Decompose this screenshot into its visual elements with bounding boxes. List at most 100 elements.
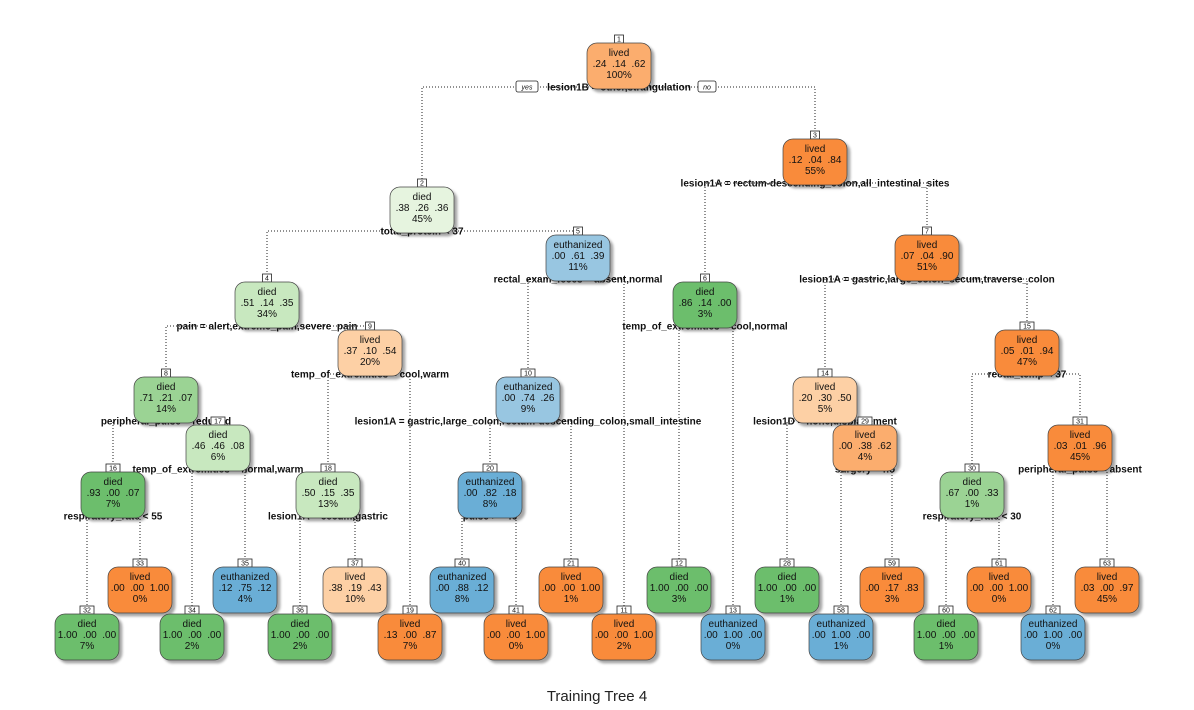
node-class-label: euthanized [817,619,866,630]
node-class-label: died [937,619,956,630]
node-class-label: lived [609,48,630,59]
yes-label: yes [521,85,533,92]
node-box [389,186,455,234]
node-probabilities: .00 1.00 .00 [812,630,871,641]
node-number: 3 [813,133,817,140]
node-class-label: died [413,192,432,203]
node-number: 15 [1023,324,1031,331]
node-probabilities: .05 .01 .94 [1001,346,1054,357]
node-probabilities: .00 1.00 .00 [704,630,763,641]
node-box [700,613,766,661]
yes-no-labels: yes no [515,80,717,93]
node-number: 21 [567,561,575,568]
node-box [808,613,874,661]
node-probabilities: 1.00 .00 .00 [650,583,709,594]
tree-edge-2-4 [266,230,422,274]
node-class-label: lived [917,240,938,251]
node-class-label: euthanized [1029,619,1078,630]
no-label: no [703,85,711,92]
node-box [159,613,225,661]
node-probabilities: 1.00 .00 .00 [58,630,117,641]
node-number: 37 [351,561,359,568]
node-probabilities: .00 .82 .18 [464,488,517,499]
node-number: 20 [486,466,494,473]
node-class-label: lived [805,144,826,155]
node-number: 9 [368,324,372,331]
node-number: 7 [925,229,929,236]
node-probabilities: 1.00 .00 .00 [917,630,976,641]
node-box [483,613,549,661]
node-percentage: 45% [1070,452,1090,463]
node-number: 28 [783,561,791,568]
node-probabilities: .00 .00 1.00 [970,583,1029,594]
node-box [545,234,611,282]
node-number: 61 [995,561,1003,568]
node-box [185,424,251,472]
node-percentage: 47% [1017,357,1037,368]
node-class-label: died [291,619,310,630]
node-percentage: 2% [293,641,308,652]
node-class-label: lived [882,572,903,583]
node-box [538,566,604,614]
node-class-label: lived [815,382,836,393]
node-box [295,471,361,519]
node-number: 14 [821,371,829,378]
node-percentage: 13% [318,499,338,510]
node-probabilities: .00 .61 .39 [552,251,605,262]
node-box [337,329,403,377]
tree-edge-29-59 [865,468,893,559]
node-number: 6 [703,276,707,283]
node-number: 62 [1049,608,1057,615]
node-percentage: 8% [455,594,470,605]
node-box [1047,424,1113,472]
node-number: 12 [675,561,683,568]
tree-edge-3-7 [815,182,928,227]
node-class-label: died [104,477,123,488]
node-probabilities: .93 .00 .07 [87,488,140,499]
node-percentage: 1% [564,594,579,605]
node-number: 10 [524,371,532,378]
node-probabilities: .00 .17 .83 [866,583,919,594]
node-class-label: euthanized [504,382,553,393]
node-probabilities: .00 .38 .62 [839,441,892,452]
node-probabilities: .20 .30 .50 [799,393,852,404]
node-percentage: 3% [672,594,687,605]
node-class-label: lived [130,572,151,583]
tree-edge-15-31 [1027,373,1081,417]
node-percentage: 45% [412,214,432,225]
node-box [646,566,712,614]
node-box [832,424,898,472]
node-box [859,566,925,614]
node-class-label: died [696,287,715,298]
node-box [792,376,858,424]
node-probabilities: 1.00 .00 .00 [758,583,817,594]
node-number: 60 [942,608,950,615]
node-percentage: 0% [992,594,1007,605]
node-percentage: 14% [156,404,176,415]
node-number: 5 [576,229,580,236]
node-number: 41 [512,608,520,615]
node-class-label: lived [855,430,876,441]
node-percentage: 51% [917,262,937,273]
tree-edge-1-3 [619,86,816,131]
node-probabilities: .00 .00 1.00 [487,630,546,641]
node-percentage: 0% [1046,641,1061,652]
node-number: 63 [1103,561,1111,568]
